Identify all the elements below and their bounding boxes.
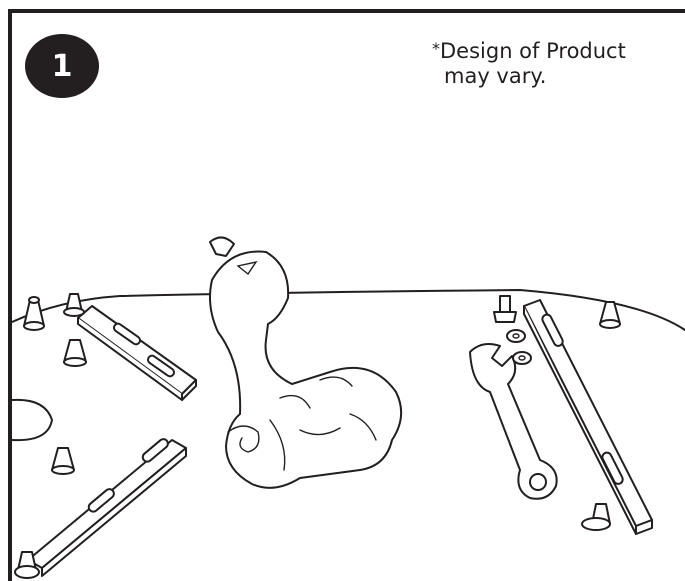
bracket-top-left [77,305,197,401]
stud-icon [63,293,85,317]
table-leg-illustration [209,236,403,489]
stud-icon [14,551,40,579]
stud-icon [581,503,611,531]
bracket-right [523,299,653,535]
panel-border-left [8,9,12,581]
stud-icon [599,301,621,329]
center-hole [11,398,53,442]
note-line-1: Design of Product [440,39,626,63]
step-number-badge: 1 [25,34,99,98]
stud-icon [23,296,45,331]
panel-border-top [8,9,685,13]
stud-icon [51,447,75,475]
bolt-icon [493,295,517,323]
step-number: 1 [51,48,73,84]
note-line-2: may vary. [444,64,547,88]
bracket-bottom-left [27,438,187,577]
design-disclaimer: *Design of Product may vary. [432,36,672,89]
washer-icon [506,329,532,365]
wrench-icon [469,343,558,500]
stud-icon [63,339,87,367]
asterisk: * [432,39,440,58]
